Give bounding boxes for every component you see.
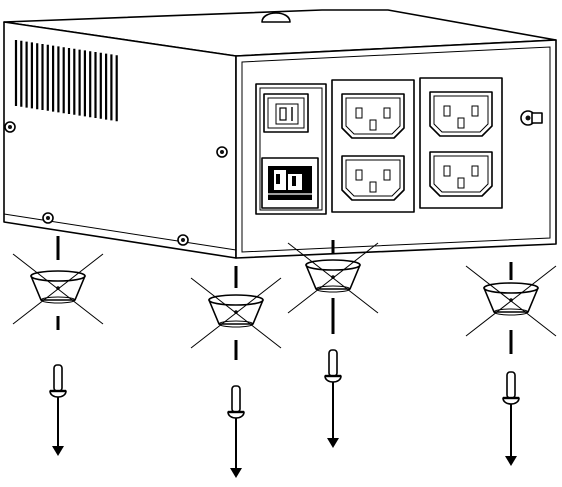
cabinet-side-panel	[3, 21, 237, 259]
feet-removal-group	[12, 236, 557, 478]
rubber-foot-icon	[208, 294, 264, 328]
foot-removal-step	[465, 262, 557, 466]
screw-icon	[227, 385, 245, 419]
rubber-foot-icon	[483, 282, 539, 316]
ground-terminal-icon	[520, 110, 543, 126]
power-switch-icon	[263, 93, 309, 133]
rubber-foot-icon	[305, 259, 361, 293]
screw-head-icon	[4, 121, 16, 133]
arrow-down-icon	[505, 404, 517, 466]
power-inlet-icon	[261, 157, 319, 209]
cross-out-icon	[465, 265, 557, 337]
rubber-foot-icon	[30, 270, 86, 304]
screw-icon	[49, 364, 67, 398]
foot-removal-step	[190, 266, 282, 478]
top-knob	[261, 12, 291, 23]
switch-inlet-module	[255, 83, 327, 215]
screw-head-icon	[177, 234, 189, 246]
screw-icon	[502, 371, 520, 405]
arrow-down-icon	[327, 382, 339, 448]
power-outlet-icon	[341, 155, 405, 201]
side-screws	[4, 121, 228, 246]
cross-out-icon	[12, 253, 104, 325]
foot-removal-step	[287, 240, 379, 448]
vent-grille	[14, 40, 118, 122]
screw-icon	[324, 349, 342, 383]
cross-out-icon	[190, 277, 282, 349]
power-outlet-icon	[341, 93, 405, 139]
power-outlet-icon	[429, 151, 493, 197]
screw-head-icon	[216, 146, 228, 158]
arrow-down-icon	[52, 397, 64, 456]
screw-head-icon	[42, 212, 54, 224]
cross-out-icon	[287, 242, 379, 314]
arrow-down-icon	[230, 418, 242, 478]
power-outlet-icon	[429, 91, 493, 137]
foot-removal-step	[12, 236, 104, 456]
